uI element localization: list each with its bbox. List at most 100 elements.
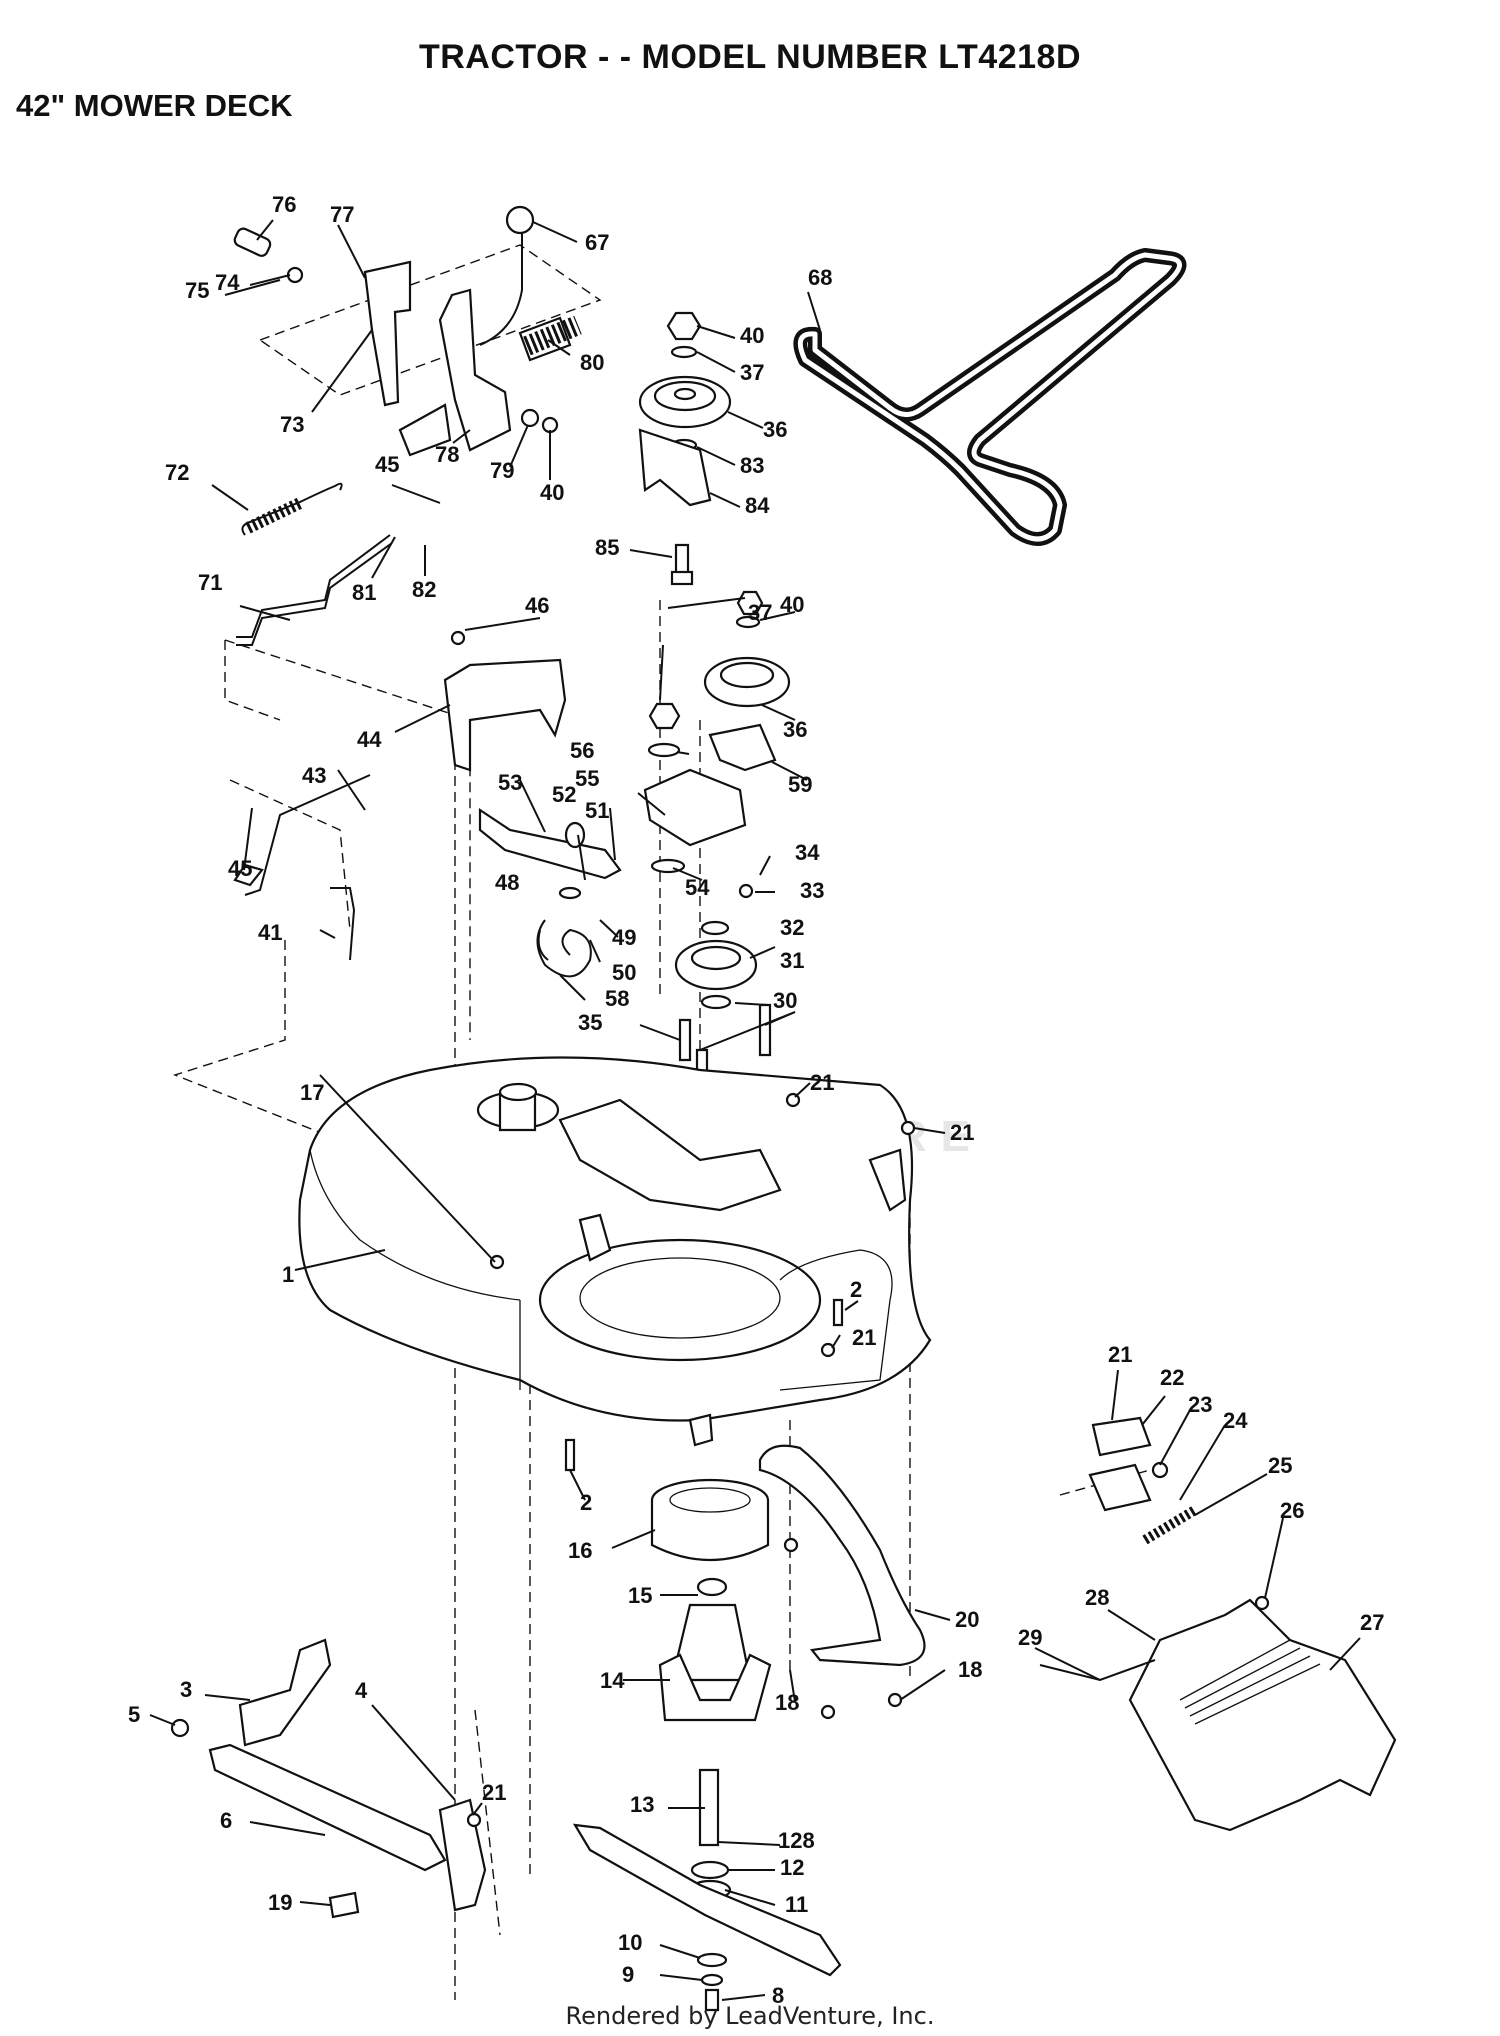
callout-label-80: 80 (580, 350, 604, 375)
callout-label-59: 59 (788, 772, 812, 797)
callout-label-50: 50 (612, 960, 636, 985)
callout-label-67: 67 (585, 230, 609, 255)
mower-deck (298, 1056, 932, 1447)
callout-label-28: 28 (1085, 1585, 1109, 1610)
callout-label-33: 33 (800, 878, 824, 903)
callout-label-30: 30 (773, 988, 797, 1013)
callout-label-15: 15 (628, 1583, 652, 1608)
callout-label-83: 83 (740, 453, 764, 478)
callout-label-36: 36 (783, 717, 807, 742)
callout-label-27: 27 (1360, 1610, 1384, 1635)
callout-label-18: 18 (958, 1657, 982, 1682)
callout-label-8: 8 (772, 1983, 784, 2008)
callout-label-21: 21 (810, 1070, 834, 1095)
callout-label-18: 18 (775, 1690, 799, 1715)
callout-label-37: 37 (740, 360, 764, 385)
lift-rods (236, 403, 452, 961)
callout-label-1: 1 (282, 1262, 294, 1287)
callout-label-45: 45 (375, 452, 399, 477)
callout-label-21: 21 (482, 1780, 506, 1805)
callout-label-40: 40 (780, 592, 804, 617)
callout-label-43: 43 (302, 763, 326, 788)
idler-arm (233, 807, 622, 978)
callout-label-13: 13 (630, 1792, 654, 1817)
callout-label-23: 23 (1188, 1392, 1212, 1417)
callout-label-81: 81 (352, 580, 376, 605)
callout-label-19: 19 (268, 1890, 292, 1915)
footer-credit: Rendered by LeadVenture, Inc. (565, 2002, 935, 2030)
callout-label-20: 20 (955, 1607, 979, 1632)
callout-label-37: 37 (748, 600, 772, 625)
callout-label-71: 71 (198, 570, 222, 595)
callout-label-55: 55 (575, 766, 599, 791)
callout-label-32: 32 (780, 915, 804, 940)
callout-label-21: 21 (950, 1120, 974, 1145)
callout-label-40: 40 (540, 480, 564, 505)
callout-label-31: 31 (780, 948, 804, 973)
callout-label-4: 4 (355, 1678, 368, 1703)
callout-label-51: 51 (585, 798, 609, 823)
callout-label-49: 49 (612, 925, 636, 950)
callout-label-21: 21 (852, 1325, 876, 1350)
callout-label-9: 9 (622, 1962, 634, 1987)
idler-stack-middle (643, 590, 791, 1087)
mower-blade (572, 1823, 842, 2012)
callout-label-44: 44 (357, 727, 382, 752)
callout-label-24: 24 (1223, 1408, 1248, 1433)
callout-label-52: 52 (552, 782, 576, 807)
callout-label-6: 6 (220, 1808, 232, 1833)
callout-label-76: 76 (272, 192, 296, 217)
front-stabilizer (170, 1638, 487, 1919)
drive-belt (793, 248, 1187, 546)
callout-label-26: 26 (1280, 1498, 1304, 1523)
callout-label-46: 46 (525, 593, 549, 618)
callout-label-82: 82 (412, 577, 436, 602)
callout-label-68: 68 (808, 265, 832, 290)
callout-label-36: 36 (763, 417, 787, 442)
spindle-assembly (650, 1444, 926, 1901)
callout-label-14: 14 (600, 1668, 625, 1693)
diagram-title: TRACTOR - - MODEL NUMBER LT4218D (418, 38, 1082, 76)
callout-label-12: 12 (780, 1855, 804, 1880)
springs (241, 315, 582, 536)
callout-label-34: 34 (795, 840, 820, 865)
callout-label-56: 56 (570, 738, 594, 763)
callout-label-73: 73 (280, 412, 304, 437)
belt-guard (443, 630, 567, 772)
callout-label-22: 22 (1160, 1365, 1184, 1390)
callout-label-35: 35 (578, 1010, 602, 1035)
callout-label-79: 79 (490, 458, 514, 483)
callout-label-41: 41 (258, 920, 282, 945)
callout-label-78: 78 (435, 442, 459, 467)
callout-label-3: 3 (180, 1677, 192, 1702)
callout-label-5: 5 (128, 1702, 140, 1727)
callout-label-17: 17 (300, 1080, 324, 1105)
callout-label-74: 74 (215, 270, 240, 295)
callout-label-84: 84 (745, 493, 770, 518)
callout-label-40: 40 (740, 323, 764, 348)
callout-label-29: 29 (1018, 1625, 1042, 1650)
idler-stack-upper (638, 311, 732, 586)
callout-label-128: 128 (778, 1828, 815, 1853)
callout-label-21: 21 (1108, 1342, 1132, 1367)
callout-label-53: 53 (498, 770, 522, 795)
callout-label-25: 25 (1268, 1453, 1292, 1478)
callout-label-2: 2 (580, 1490, 592, 1515)
callout-label-77: 77 (330, 202, 354, 227)
callout-label-72: 72 (165, 460, 189, 485)
callout-label-85: 85 (595, 535, 619, 560)
leader-lines (149, 219, 1361, 2001)
callout-label-75: 75 (185, 278, 209, 303)
callout-label-10: 10 (618, 1930, 642, 1955)
callout-label-16: 16 (568, 1538, 592, 1563)
callout-label-48: 48 (495, 870, 519, 895)
callout-label-54: 54 (685, 875, 710, 900)
diagram-subtitle: 42" MOWER DECK (16, 88, 293, 123)
callout-label-2: 2 (850, 1277, 862, 1302)
callout-label-11: 11 (785, 1892, 808, 1917)
discharge-chute-assembly (1039, 1416, 1397, 1832)
callout-label-58: 58 (605, 986, 629, 1011)
callout-label-45: 45 (228, 856, 252, 881)
